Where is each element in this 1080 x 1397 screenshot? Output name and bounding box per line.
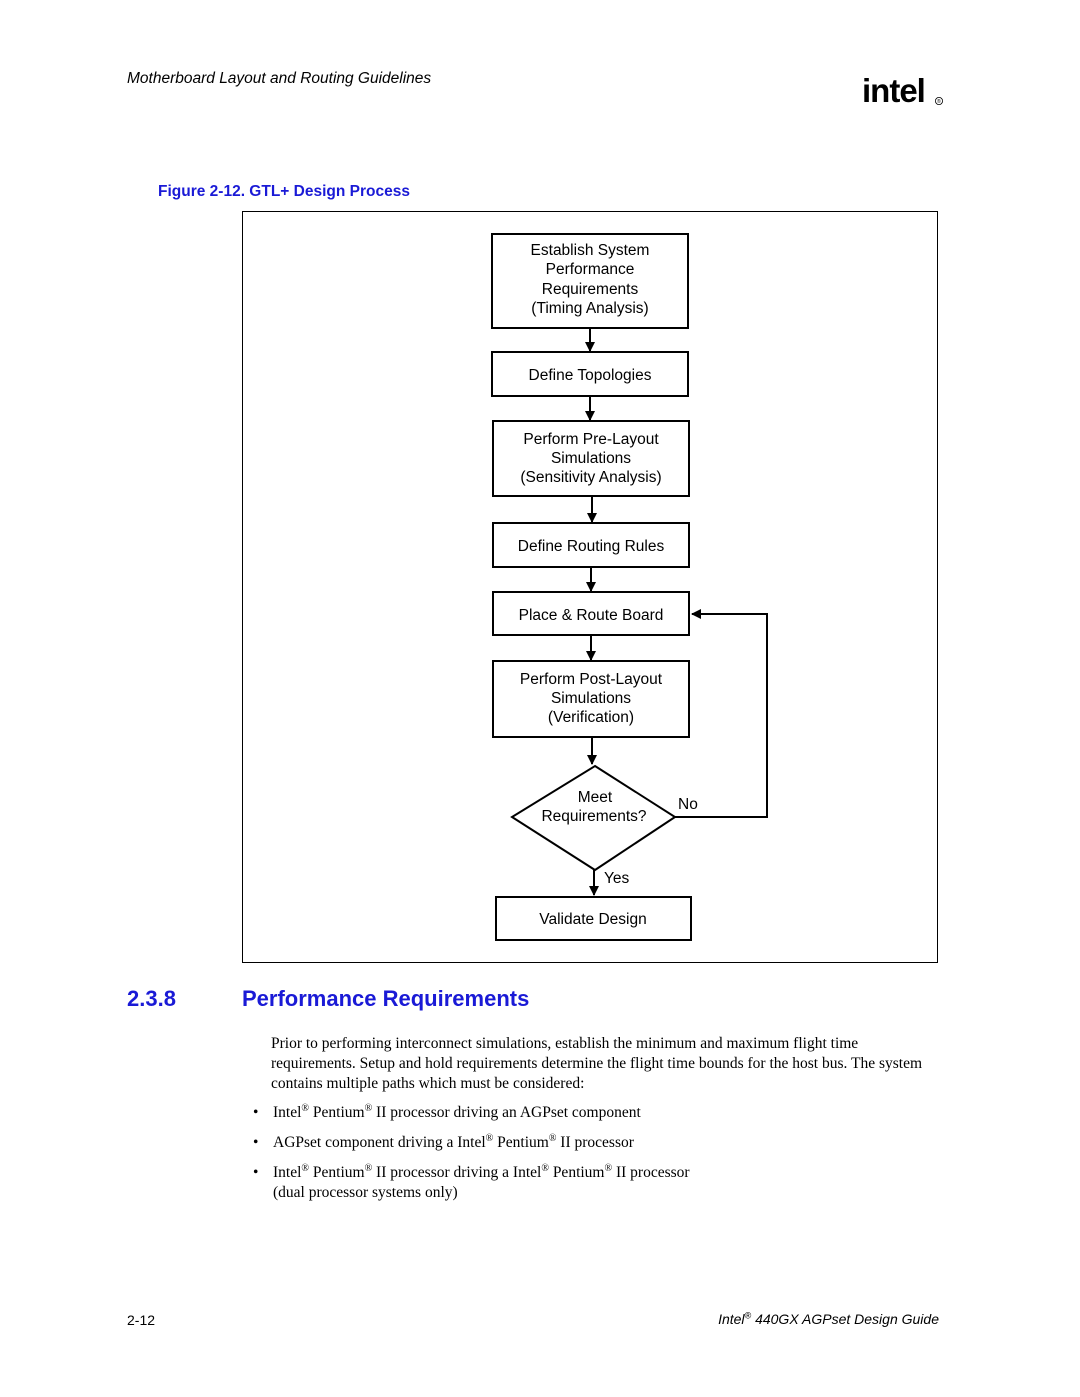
step-establish-requirements: Establish System Performance Requirement… [491, 233, 689, 329]
figure-caption: Figure 2-12. GTL+ Design Process [158, 183, 410, 200]
list-text: Intel [273, 1104, 302, 1121]
registered-mark: ® [541, 1162, 549, 1174]
doc-title: 440GX AGPset Design Guide [751, 1311, 939, 1327]
section-title: Performance Requirements [242, 986, 530, 1011]
step-prelayout-simulations: Perform Pre-Layout Simulations (Sensitiv… [492, 420, 690, 497]
list-text: Pentium [493, 1134, 549, 1151]
no-loop-connector [675, 609, 768, 818]
step-define-routing-rules: Define Routing Rules [492, 522, 690, 568]
step-line: Perform Post-Layout [520, 671, 663, 688]
intel-logo: intel ® [862, 72, 944, 109]
step-label: Define Routing Rules [518, 538, 665, 555]
step-label: Validate Design [539, 911, 646, 928]
registered-mark: ® [485, 1132, 494, 1144]
registered-mark: ® [301, 1162, 310, 1174]
path-list: •Intel® Pentium® II processor driving an… [253, 1103, 933, 1213]
logo-wordmark: intel [862, 72, 925, 109]
bullet-icon: • [253, 1104, 259, 1121]
registered-mark: ® [364, 1102, 373, 1114]
list-text: II processor driving an AGPset component [372, 1104, 641, 1121]
list-text: Pentium [548, 1164, 605, 1181]
step-line: Simulations [551, 450, 631, 467]
registered-mark-icon [935, 96, 944, 105]
step-label: Place & Route Board [519, 607, 664, 624]
registered-mark-glyph: ® [937, 98, 941, 105]
step-place-route-board: Place & Route Board [492, 591, 690, 636]
step-line: (Sensitivity Analysis) [520, 469, 661, 486]
list-text: II processor driving a Intel [372, 1164, 542, 1181]
registered-mark: ® [364, 1162, 373, 1174]
document-title: Intel® 440GX AGPset Design Guide [718, 1311, 939, 1327]
step-validate-design: Validate Design [495, 896, 692, 941]
list-text: II processor [556, 1134, 634, 1151]
list-text: Intel [273, 1164, 302, 1181]
step-line: Establish System [531, 242, 650, 259]
registered-mark: ® [301, 1102, 310, 1114]
registered-mark: ® [548, 1132, 557, 1144]
list-text: Pentium [309, 1164, 365, 1181]
no-branch-label: No [678, 796, 698, 813]
list-text: (dual processor systems only) [273, 1184, 458, 1201]
list-text: AGPset component driving a Intel [273, 1134, 486, 1151]
step-line: (Timing Analysis) [531, 300, 648, 317]
section-number: 2.3.8 [127, 986, 176, 1011]
step-postlayout-simulations: Perform Post-Layout Simulations (Verific… [492, 660, 690, 738]
registered-mark: ® [604, 1162, 613, 1174]
list-item: •AGPset component driving a Intel® Penti… [253, 1133, 933, 1153]
page-number: 2-12 [127, 1312, 156, 1328]
step-define-topologies: Define Topologies [491, 351, 689, 397]
registered-mark: ® [744, 1310, 752, 1321]
list-item: •Intel® Pentium® II processor driving an… [253, 1103, 933, 1123]
step-line: (Verification) [548, 709, 634, 726]
gtl-design-flowchart: Establish System Performance Requirement… [491, 233, 768, 941]
step-line: Requirements [542, 281, 639, 298]
step-line: Simulations [551, 690, 631, 707]
section-paragraph: Prior to performing interconnect simulat… [271, 1035, 923, 1092]
list-text: II processor [612, 1164, 690, 1181]
decision-line: Meet [578, 789, 613, 806]
doc-prefix: Intel [718, 1311, 745, 1327]
list-text: Pentium [309, 1104, 365, 1121]
step-line: Performance [546, 261, 635, 278]
bullet-icon: • [253, 1164, 259, 1181]
running-header: Motherboard Layout and Routing Guideline… [127, 70, 432, 87]
step-label: Define Topologies [529, 367, 652, 384]
section-heading: 2.3.8 Performance Requirements [127, 986, 529, 1012]
decision-line: Requirements? [541, 808, 646, 825]
yes-branch-label: Yes [604, 870, 630, 887]
decision-meet-requirements: Meet Requirements? [510, 764, 677, 872]
step-line: Perform Pre-Layout [523, 431, 659, 448]
list-item: •Intel® Pentium® II processor driving a … [253, 1163, 933, 1203]
bullet-icon: • [253, 1134, 259, 1151]
figure-frame [242, 211, 938, 963]
